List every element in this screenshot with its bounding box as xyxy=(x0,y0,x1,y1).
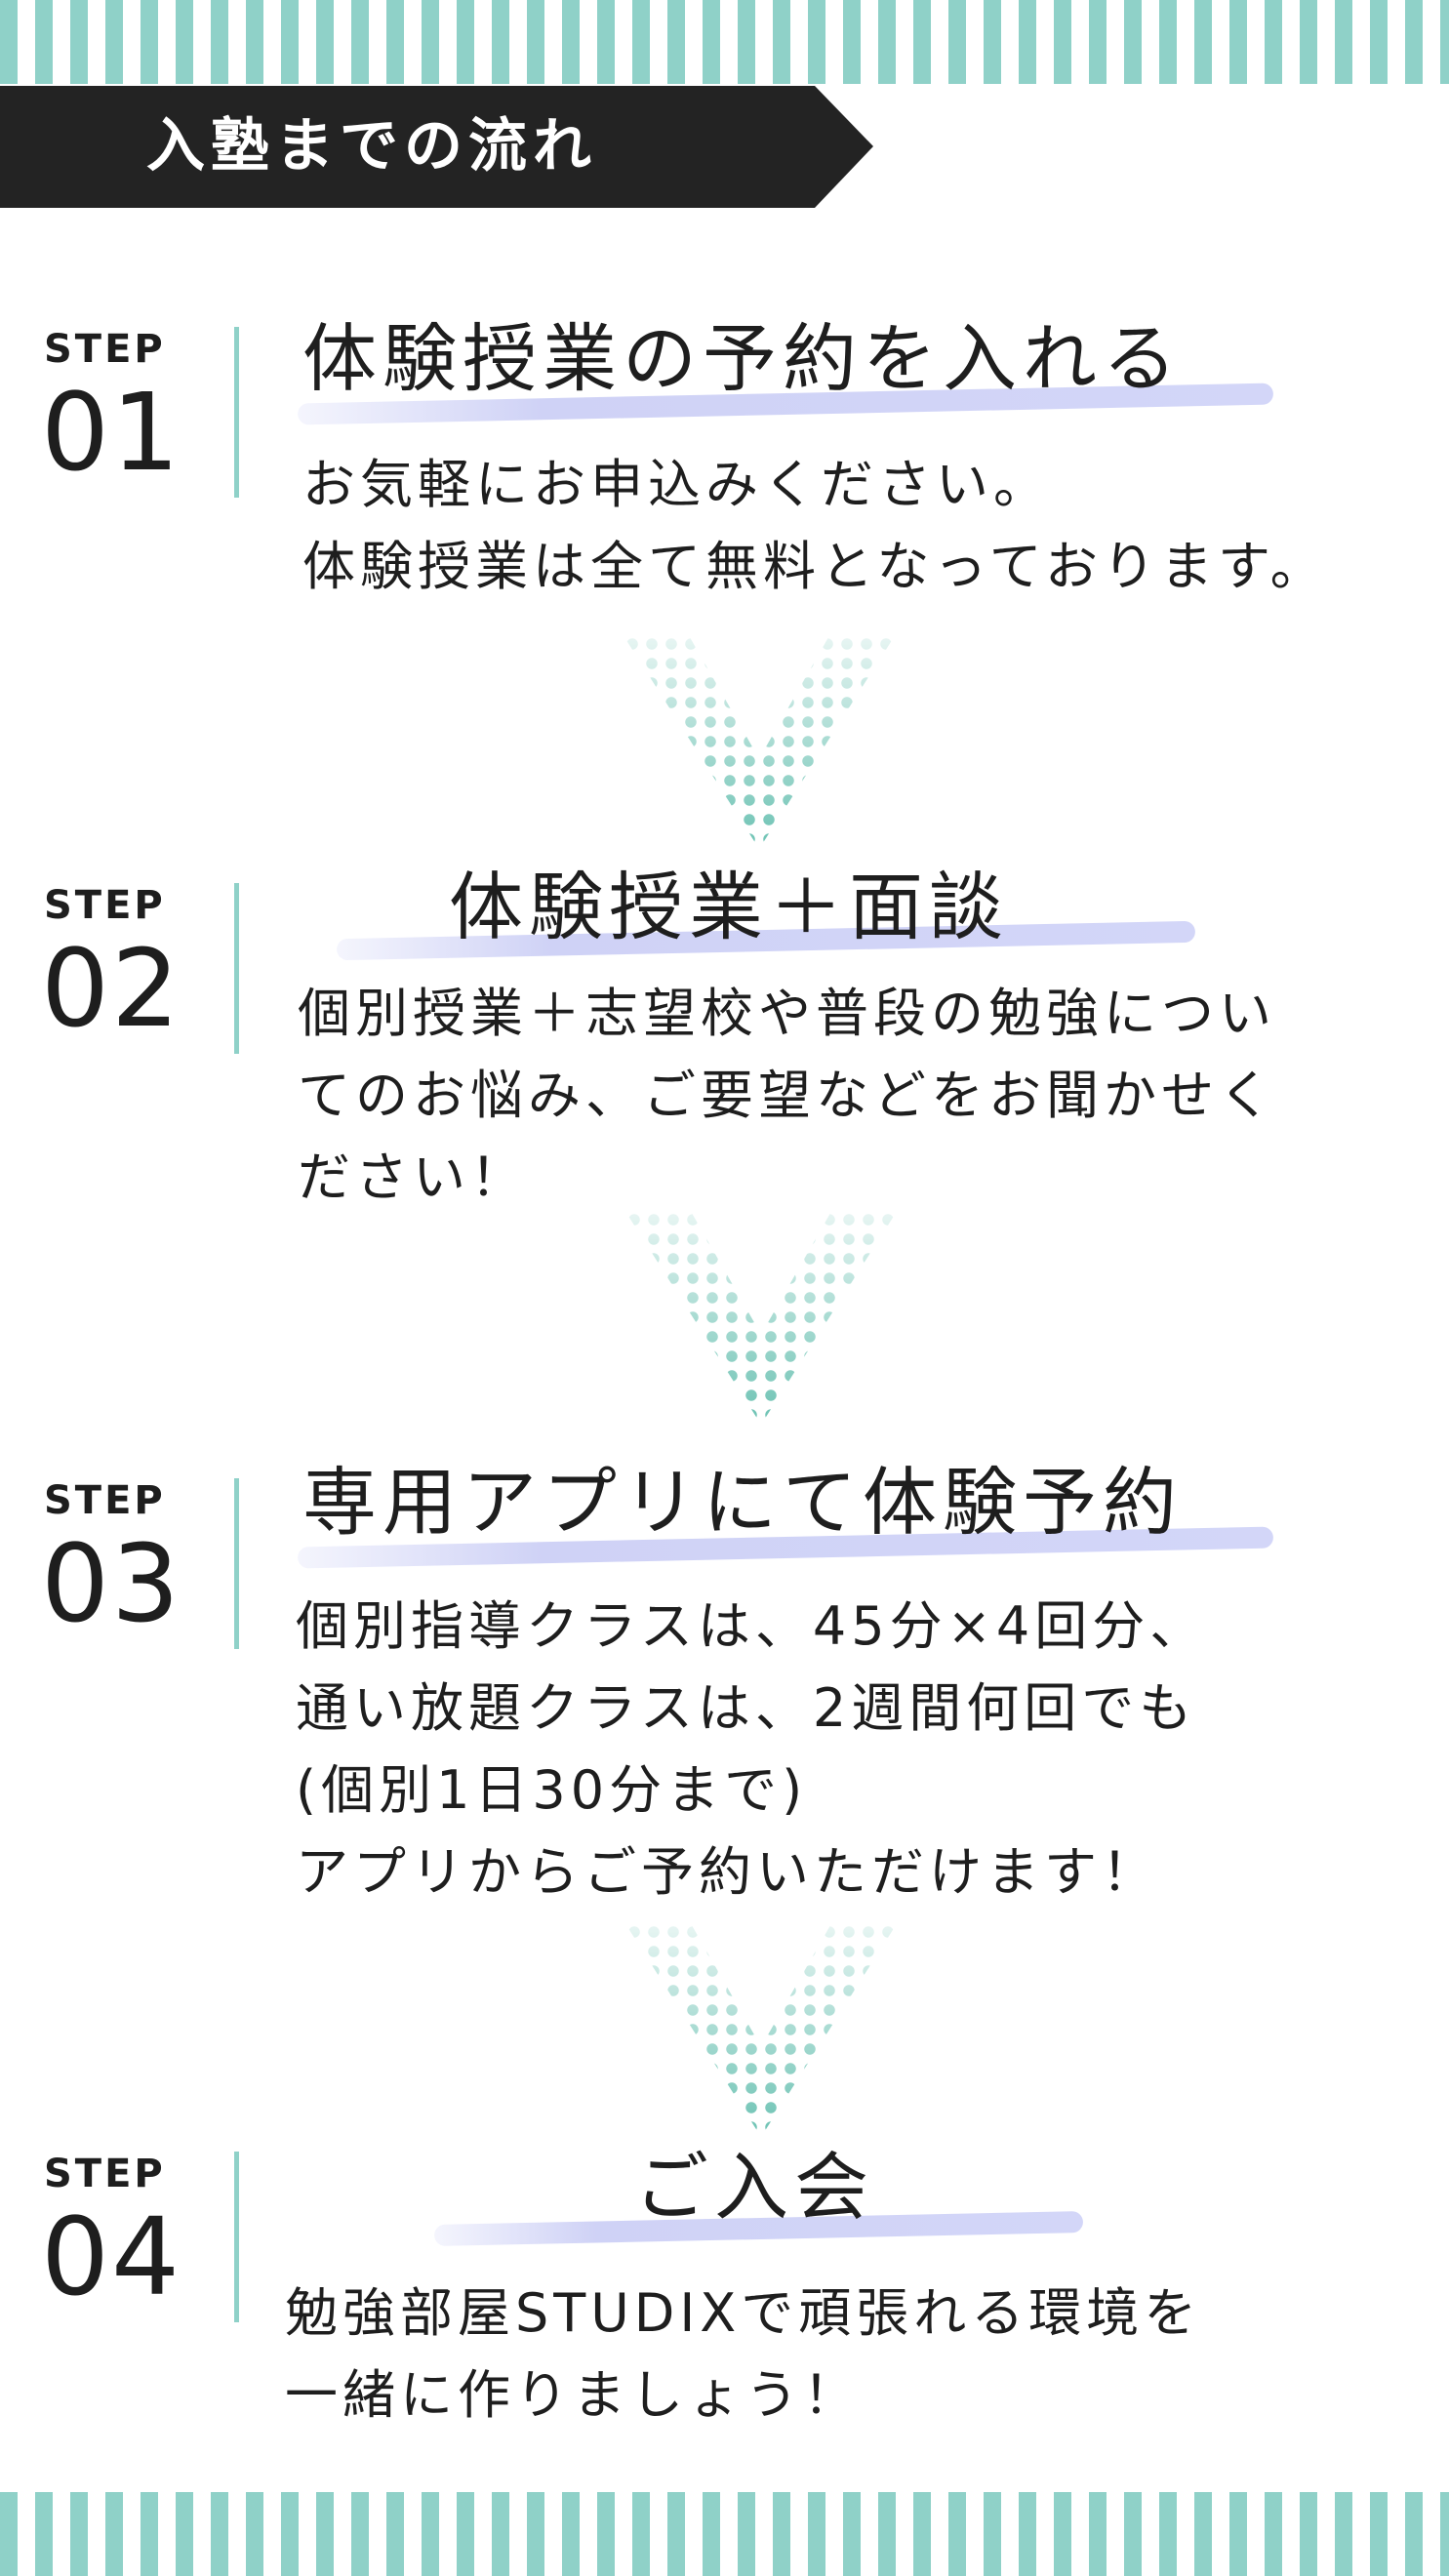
step-divider xyxy=(234,2152,239,2322)
description-line: 一緒に作りましょう！ xyxy=(285,2364,861,2426)
step-heading: 専用アプリにて体験予約 xyxy=(302,1459,1183,1546)
step-description: 勉強部屋STUDIXで頑張れる環境を 一緒に作りましょう！ xyxy=(285,2273,1201,2436)
description-line: てのお悩み、ご要望などをお聞かせく xyxy=(298,1065,1276,1126)
description-line: 体験授業は全て無料となっております。 xyxy=(302,536,1328,597)
description-line: アプリからご予約いただけます！ xyxy=(296,1841,1159,1903)
step-number: 03 xyxy=(41,1521,181,1646)
step-label: STEP xyxy=(44,327,166,372)
step-label: STEP xyxy=(44,2152,166,2196)
description-line: 勉強部屋STUDIXで頑張れる環境を xyxy=(285,2282,1202,2344)
step-heading: 体験授業の予約を入れる xyxy=(302,315,1183,402)
description-line: ださい！ xyxy=(298,1147,528,1208)
description-line: 通い放題クラスは、2週間何回でも xyxy=(296,1677,1197,1739)
step-divider xyxy=(234,327,239,498)
top-stripe-border xyxy=(0,0,1449,84)
step-heading: 体験授業＋面談 xyxy=(449,864,1009,950)
page-title: 入塾までの流れ xyxy=(146,112,597,181)
chevron-down-dotted-icon xyxy=(623,634,896,849)
step-label: STEP xyxy=(44,1478,166,1523)
step-divider xyxy=(234,1478,239,1649)
step-number: 04 xyxy=(41,2194,181,2319)
step-divider xyxy=(234,883,239,1054)
step-description: 個別指導クラスは、45分×4回分、 通い放題クラスは、2週間何回でも (個別1日… xyxy=(296,1586,1207,1913)
step-label: STEP xyxy=(44,883,166,928)
step-number: 01 xyxy=(41,370,181,495)
chevron-down-dotted-icon xyxy=(624,1210,898,1425)
bottom-stripe-border xyxy=(0,2492,1449,2576)
chevron-down-dotted-icon xyxy=(624,1922,898,2137)
step-description: 個別授業＋志望校や普段の勉強につい てのお悩み、ご要望などをお聞かせく ださい！ xyxy=(298,973,1276,1219)
step-description: お気軽にお申込みください。 体験授業は全て無料となっております。 xyxy=(302,444,1328,608)
header-banner: 入塾までの流れ xyxy=(0,86,873,208)
description-line: 個別授業＋志望校や普段の勉強につい xyxy=(298,983,1276,1044)
description-line: 個別指導クラスは、45分×4回分、 xyxy=(296,1595,1208,1657)
step-number: 02 xyxy=(41,926,181,1051)
description-line: お気軽にお申込みください。 xyxy=(302,454,1051,515)
step-heading: ご入会 xyxy=(634,2144,874,2231)
description-line: (個別1日30分まで) xyxy=(296,1759,808,1821)
